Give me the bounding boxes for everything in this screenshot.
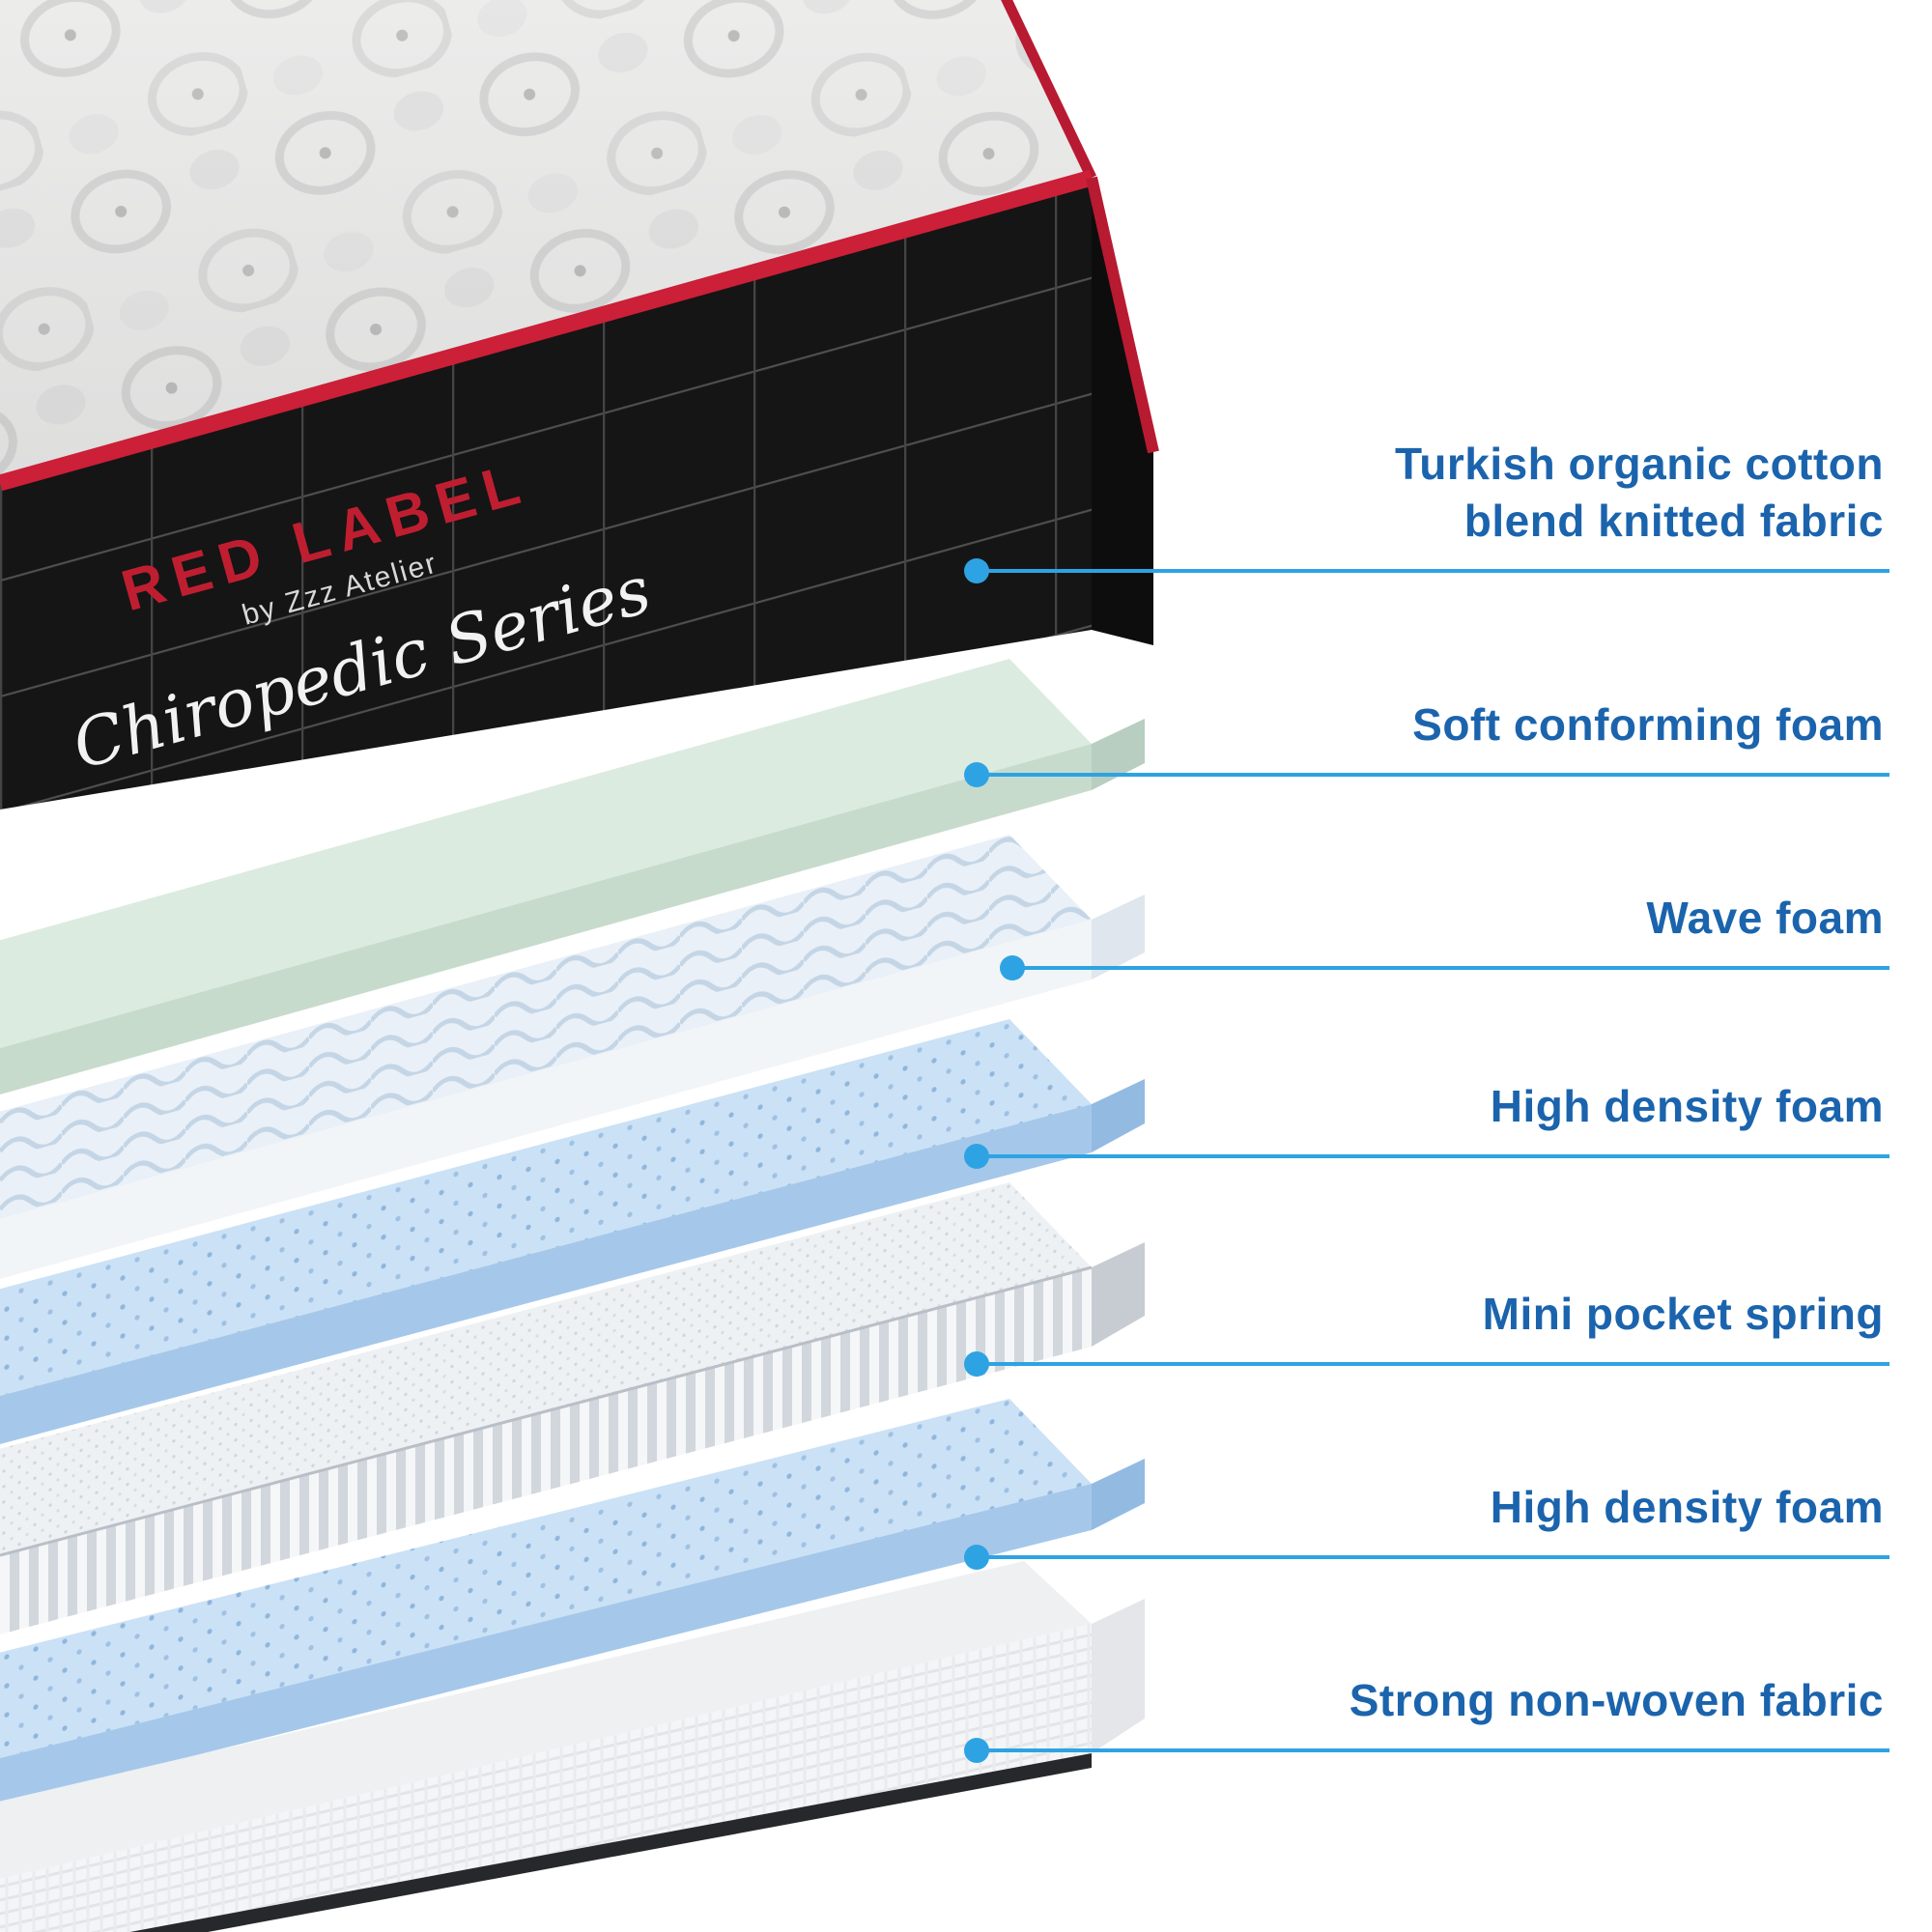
- hd-foam-upper-front: [0, 1104, 1092, 1444]
- callout-soft-foam: Soft conforming foam: [964, 699, 1889, 787]
- hd-foam-lower-front: [0, 1484, 1092, 1804]
- layer-soft-foam: [0, 659, 1145, 1094]
- callout-hd-foam-lower: High density foam: [964, 1482, 1889, 1570]
- callout-label: Strong non-woven fabric: [1349, 1675, 1884, 1726]
- callout-dot: [964, 1351, 989, 1377]
- mattress-red-trim-right: [1086, 176, 1159, 454]
- mattress-front-panel: [0, 178, 1092, 810]
- layer-pocket-spring: [0, 1182, 1145, 1634]
- callout-dot: [964, 1144, 989, 1169]
- callout-dot: [1000, 955, 1025, 980]
- callout-pocket-spring: Mini pocket spring: [964, 1289, 1889, 1377]
- callout-dot: [964, 1738, 989, 1763]
- callout-dot: [964, 558, 989, 583]
- hd-foam-upper-top-texture: [0, 1019, 1092, 1396]
- base-fabric-front: [0, 1624, 1092, 1932]
- callout-label: Mini pocket spring: [1482, 1289, 1884, 1340]
- mattress-red-trim-front: [0, 169, 1094, 492]
- layer-base-fabric: [0, 1561, 1145, 1932]
- wave-foam-right: [1092, 895, 1145, 980]
- callout-dot: [964, 762, 989, 787]
- mattress-quilt-shade: [0, 0, 1092, 483]
- callout-hd-foam-upper: High density foam: [964, 1081, 1889, 1169]
- wave-foam-front: [0, 920, 1092, 1279]
- callout-label: High density foam: [1490, 1081, 1884, 1132]
- base-fabric-top: [0, 1561, 1092, 1879]
- mattress-red-piping-right-back: [1001, 0, 1096, 181]
- callout-wave-foam: Wave foam: [1000, 893, 1889, 980]
- soft-foam-front: [0, 744, 1092, 1094]
- callout-turkish-cotton: Turkish organic cotton blend knitted fab…: [964, 439, 1889, 583]
- callout-label: High density foam: [1490, 1482, 1884, 1533]
- hd-foam-lower-right: [1092, 1459, 1145, 1530]
- layer-mattress-top: RED LABEL by Zzz Atelier Chiropedic Seri…: [0, 0, 1159, 810]
- callout-label: Turkish organic cotton blend knitted fab…: [1395, 439, 1884, 547]
- hd-foam-lower-top-texture: [0, 1399, 1092, 1758]
- wave-foam-top-texture: [0, 835, 1092, 1219]
- soft-foam-top: [0, 659, 1092, 1048]
- base-fabric-right: [1092, 1599, 1145, 1753]
- callout-non-woven-fabric: Strong non-woven fabric: [964, 1675, 1889, 1763]
- layer-hd-foam-lower: [0, 1399, 1145, 1804]
- pocket-spring-front-edge: [0, 1265, 1093, 1557]
- pocket-spring-front: [0, 1267, 1092, 1634]
- callout-label: Soft conforming foam: [1412, 699, 1884, 751]
- mattress-right-panel: [1092, 178, 1153, 645]
- callout-label: Wave foam: [1646, 893, 1884, 944]
- soft-foam-right: [1092, 719, 1145, 790]
- layer-wave-foam: [0, 835, 1145, 1279]
- base-fabric-bottom-edge: [129, 1753, 1092, 1932]
- pocket-spring-top: [0, 1182, 1092, 1555]
- layer-hd-foam-upper: [0, 1019, 1145, 1444]
- callout-dot: [964, 1545, 989, 1570]
- pocket-spring-right: [1092, 1242, 1145, 1347]
- hd-foam-upper-right: [1092, 1079, 1145, 1152]
